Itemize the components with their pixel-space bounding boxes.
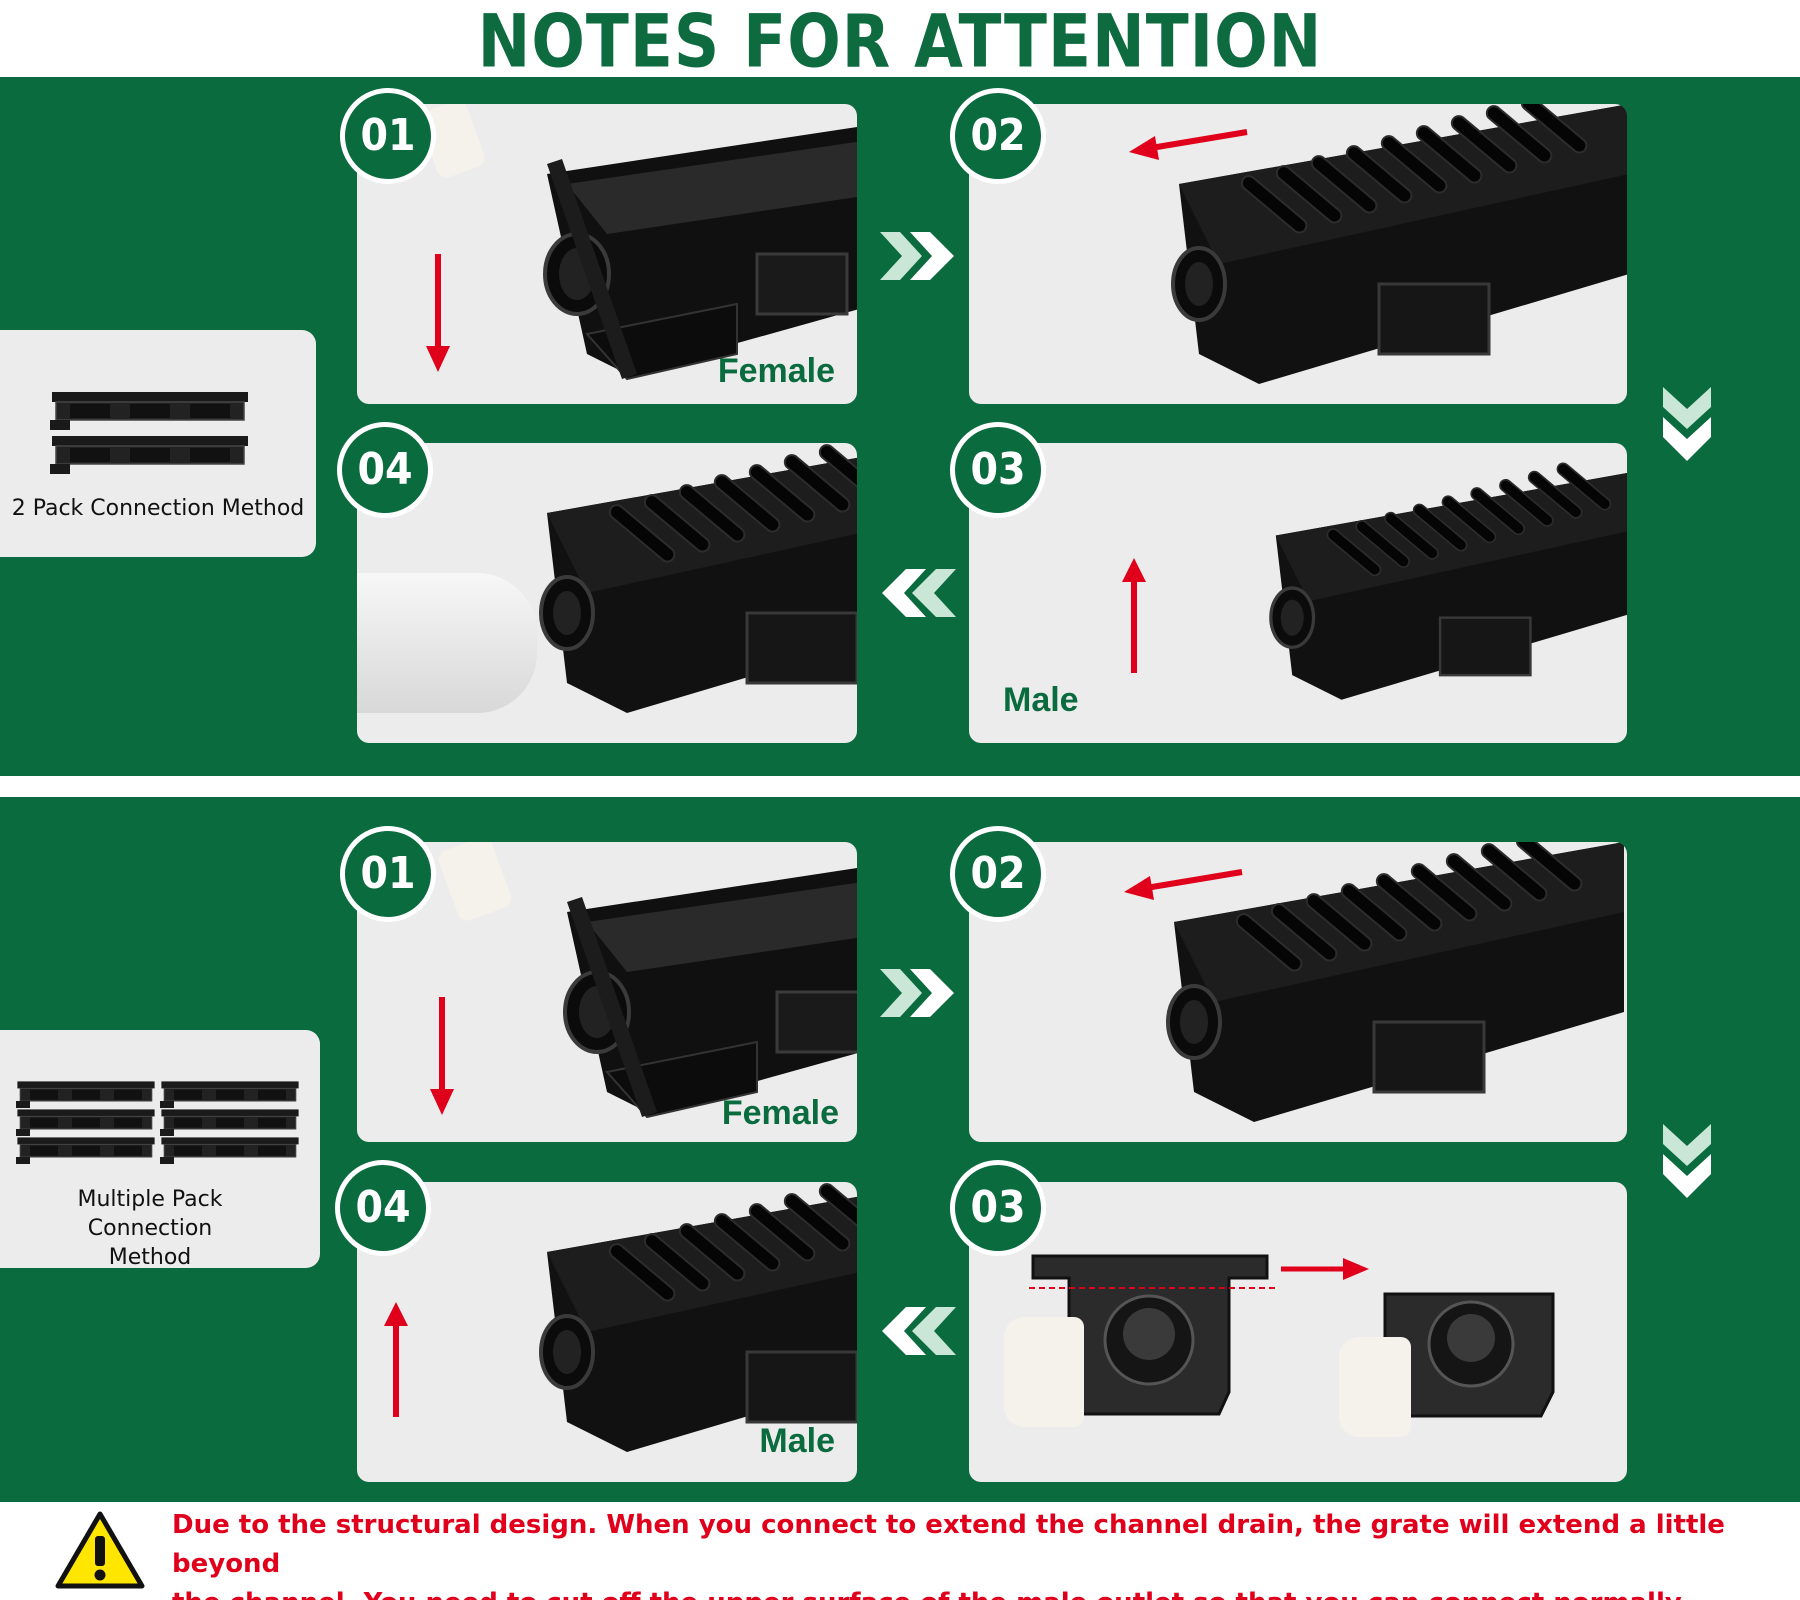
glove-image bbox=[1004, 1317, 1084, 1427]
channel-end-before-cut-image bbox=[1029, 1252, 1279, 1432]
step-04-badge: 04 bbox=[335, 1160, 431, 1256]
step-04-label: Male bbox=[759, 1422, 835, 1460]
red-arrow-up-icon bbox=[1119, 558, 1149, 678]
step-03-label: Male bbox=[1003, 681, 1079, 719]
double-chevron-down-icon bbox=[1659, 385, 1715, 465]
page-title: NOTES FOR ATTENTION bbox=[477, 0, 1323, 85]
red-arrow-right-icon bbox=[1281, 1254, 1371, 1284]
red-arrow-down-icon bbox=[423, 254, 453, 374]
step-01-card: Female bbox=[357, 104, 857, 404]
warning-note-line-2: the channel. You need to cut off the upp… bbox=[172, 1584, 1782, 1600]
double-chevron-right-icon bbox=[878, 228, 958, 284]
two-pack-product-icon bbox=[50, 390, 250, 474]
double-chevron-down-icon bbox=[1659, 1122, 1715, 1202]
channel-grate-image bbox=[1029, 104, 1627, 404]
red-arrow-down-icon bbox=[427, 997, 457, 1117]
step-01-label: Female bbox=[721, 1094, 839, 1132]
double-chevron-left-icon bbox=[878, 1303, 958, 1359]
step-01-badge: 01 bbox=[340, 88, 436, 184]
step-01-badge: 01 bbox=[340, 826, 436, 922]
step-02-badge: 02 bbox=[950, 88, 1046, 184]
red-arrow-up-icon bbox=[381, 1302, 411, 1422]
step-04-badge: 04 bbox=[337, 422, 433, 518]
method-card-two-pack: 2 Pack Connection Method bbox=[0, 330, 316, 557]
double-chevron-right-icon bbox=[878, 965, 958, 1021]
red-arrow-left-icon bbox=[1129, 122, 1249, 162]
channel-grate-image bbox=[1019, 842, 1627, 1142]
step-02-card bbox=[969, 104, 1627, 404]
warning-icon bbox=[54, 1510, 146, 1590]
method-card-multiple-pack: Multiple Pack Connection Method bbox=[0, 1030, 320, 1270]
channel-end-after-cut-image bbox=[1381, 1292, 1561, 1432]
step-03-badge: 03 bbox=[950, 422, 1046, 518]
method-label-multiple-pack: Multiple Pack Connection Method bbox=[77, 1187, 223, 1270]
glove-image bbox=[1339, 1337, 1411, 1437]
step-02-badge: 02 bbox=[950, 826, 1046, 922]
multiple-pack-product-icon bbox=[16, 1080, 300, 1164]
warning-note: Due to the structural design. When you c… bbox=[172, 1506, 1782, 1600]
step-02-card bbox=[969, 842, 1627, 1142]
step-04-card bbox=[357, 443, 857, 743]
double-chevron-left-icon bbox=[878, 565, 958, 621]
step-01-label: Female bbox=[717, 352, 835, 390]
channel-grate-image bbox=[1169, 443, 1627, 743]
method-label-two-pack: 2 Pack Connection Method bbox=[11, 496, 305, 521]
step-01-card: Female bbox=[357, 842, 857, 1142]
step-03-card bbox=[969, 1182, 1627, 1482]
step-04-card: Male bbox=[357, 1182, 857, 1482]
step-03-badge: 03 bbox=[950, 1160, 1046, 1256]
pvc-pipe-image bbox=[357, 573, 537, 713]
channel-grate-image bbox=[417, 443, 857, 733]
warning-note-line-1: Due to the structural design. When you c… bbox=[172, 1510, 1725, 1579]
step-03-card: Male bbox=[969, 443, 1627, 743]
red-arrow-left-icon bbox=[1124, 862, 1244, 902]
